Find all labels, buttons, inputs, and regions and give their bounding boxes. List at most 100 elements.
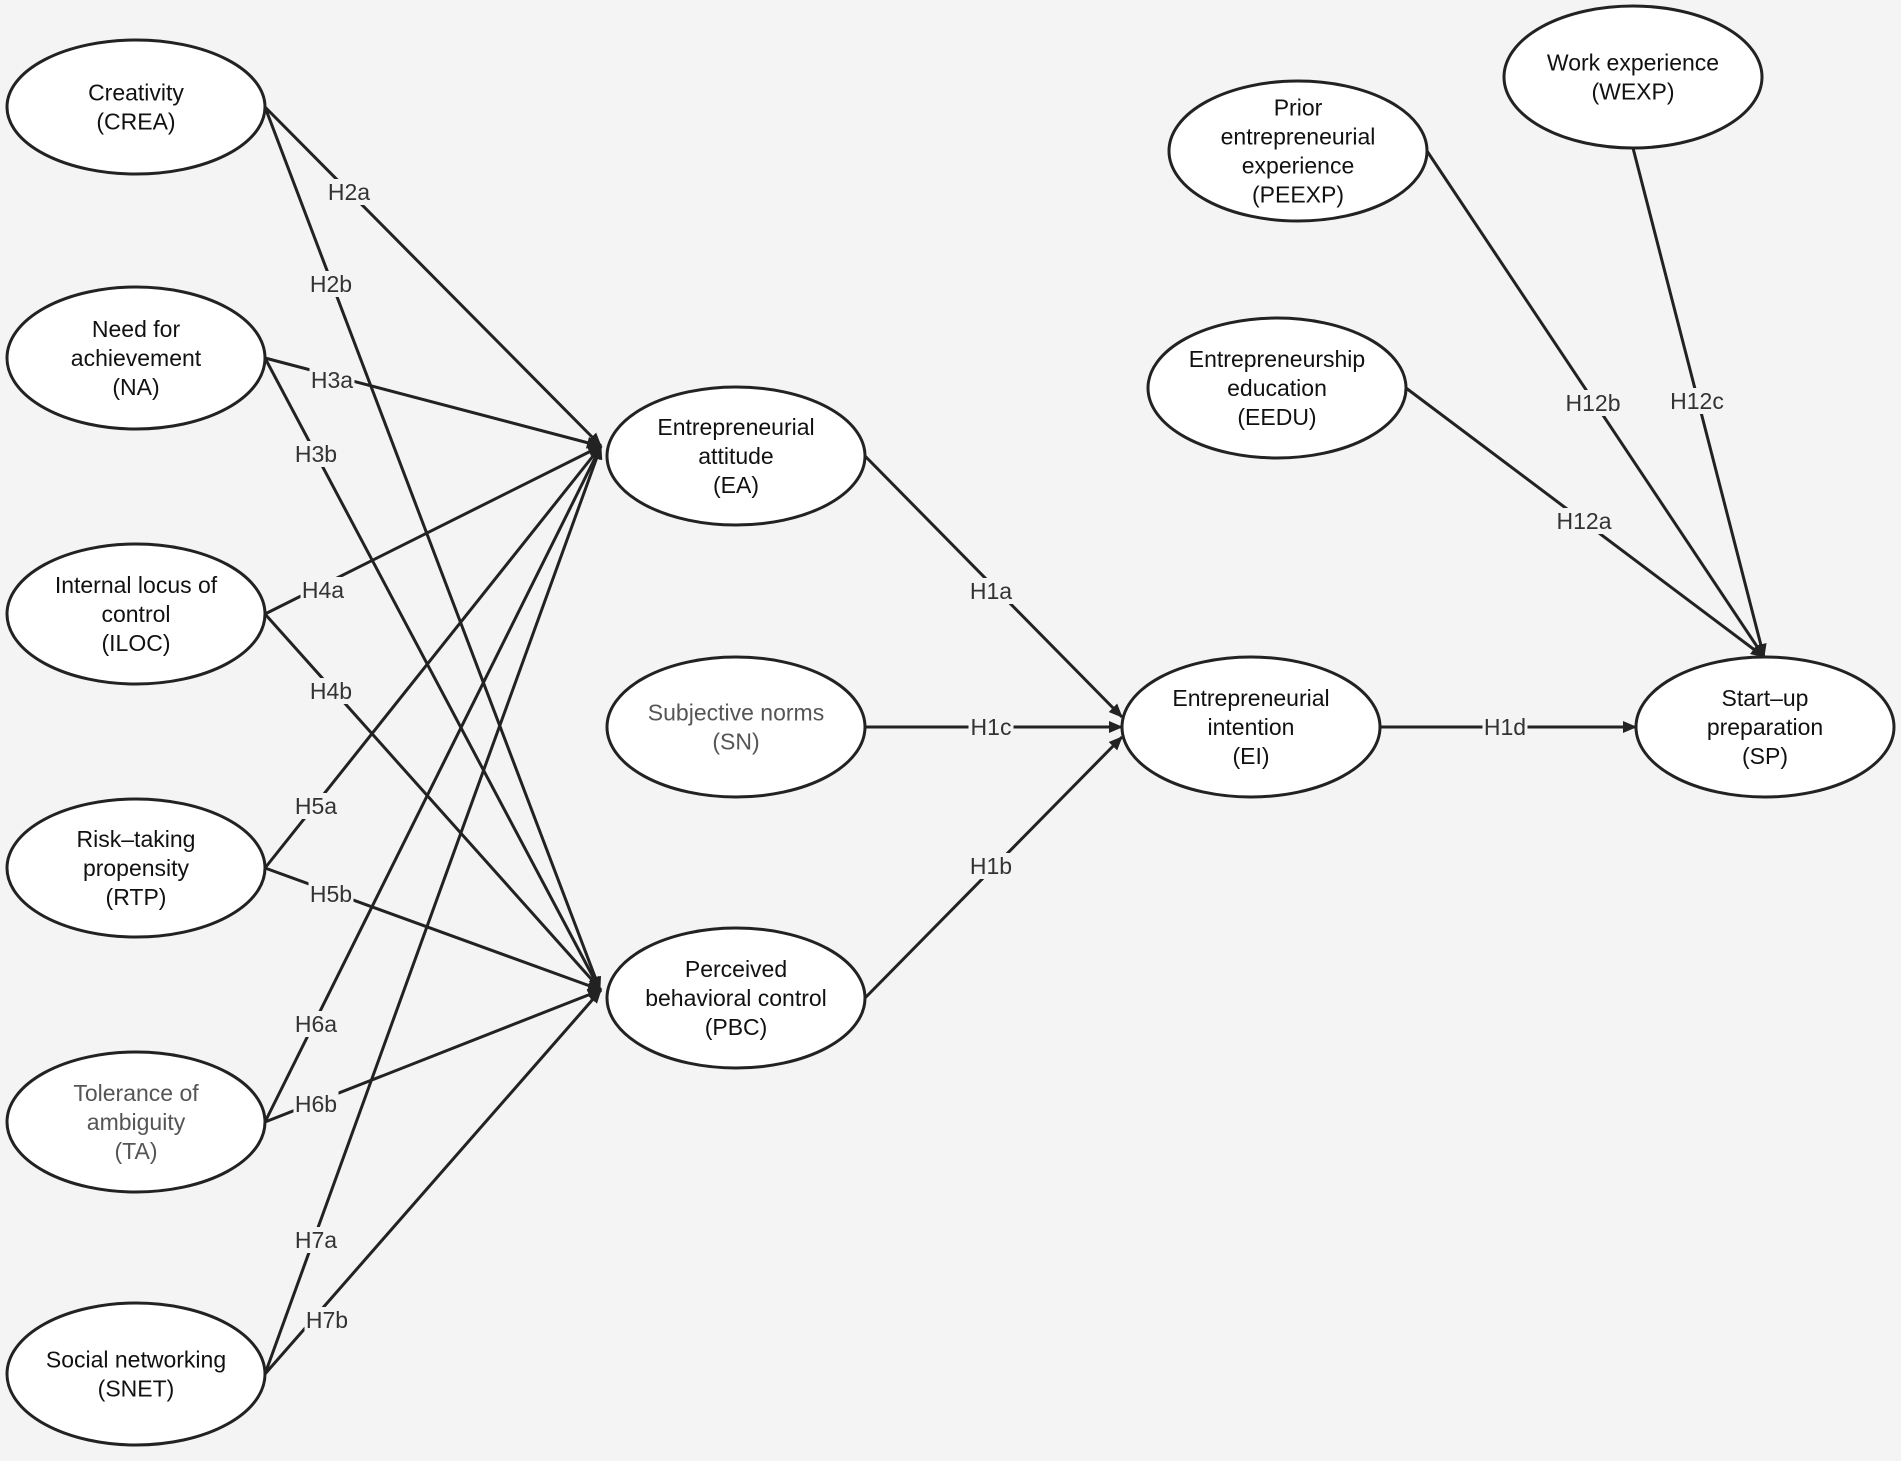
node-label-line: intention: [1208, 714, 1295, 740]
edge-line: [263, 105, 603, 448]
node-label-line: achievement: [71, 345, 202, 371]
node-label-line: (SNET): [98, 1376, 175, 1402]
node-label-line: Need for: [92, 316, 181, 342]
edge-label-text: H12b: [1566, 390, 1621, 416]
edge-label-h12b: H12b: [1564, 390, 1622, 416]
edge-label-h12a: H12a: [1555, 508, 1613, 534]
node-label-line: Perceived: [685, 956, 787, 982]
node-label-line: (EI): [1232, 743, 1269, 769]
node-label-line: (TA): [114, 1138, 157, 1164]
edge-label-bg: [309, 367, 355, 393]
node-label-line: (RTP): [106, 884, 167, 910]
node-label-line: (PEEXP): [1252, 182, 1344, 208]
node-label-line: Entrepreneurship: [1189, 346, 1365, 372]
edge-label-bg: [326, 179, 372, 205]
node-label-line: ambiguity: [87, 1109, 186, 1135]
edge-line: [263, 445, 603, 1375]
node-crea-label: Creativity(CREA): [88, 80, 184, 135]
edge-label-bg: [968, 714, 1014, 740]
node-label-line: control: [101, 601, 170, 627]
edge-label-bg: [304, 1307, 350, 1333]
edge-label-h1a: H1a: [968, 578, 1014, 604]
node-label-line: preparation: [1707, 714, 1823, 740]
edge-label-bg: [968, 578, 1014, 604]
edge-label-bg: [308, 271, 354, 297]
edge-label-h2b: H2b: [308, 271, 354, 297]
edge-label-text: H2b: [310, 271, 352, 297]
edge-label-text: H3a: [311, 367, 353, 393]
edge-label-text: H1d: [1484, 714, 1526, 740]
edge-label-bg: [1668, 388, 1726, 414]
edge-line: [263, 445, 603, 1123]
edge-h2b: [263, 106, 602, 991]
edge-label-text: H7b: [306, 1307, 348, 1333]
node-label-line: (SP): [1742, 743, 1788, 769]
edge-label-bg: [1555, 508, 1613, 534]
edge-label-text: H2a: [328, 179, 370, 205]
edge-label-bg: [293, 1011, 339, 1037]
edge-label-text: H5b: [310, 881, 352, 907]
node-label-line: behavioral control: [645, 985, 827, 1011]
node-sp: Start–up preparation (SP): [1634, 655, 1896, 799]
node-snet: Social networking (SNET): [5, 1301, 267, 1447]
edge-label-text: H12c: [1670, 388, 1724, 414]
edge-h2a: [263, 105, 603, 448]
node-label-line: (EA): [713, 472, 759, 498]
node-label-line: (CREA): [96, 109, 175, 135]
node-label-line: Entrepreneurial: [657, 414, 814, 440]
node-label-line: Start–up: [1722, 685, 1809, 711]
edge-label-text: H12a: [1557, 508, 1612, 534]
node-label-line: attitude: [698, 443, 773, 469]
node-label-line: education: [1227, 375, 1327, 401]
node-label-line: propensity: [83, 855, 190, 881]
edge-label-h3a: H3a: [309, 367, 355, 393]
edge-label-text: H1c: [971, 714, 1012, 740]
edge-label-text: H5a: [295, 793, 337, 819]
edge-label-h1b: H1b: [968, 853, 1014, 879]
node-ei: Entrepreneurial intention (EI): [1120, 655, 1382, 799]
node-sn-label: Subjective norms(SN): [648, 700, 824, 755]
node-rtp-label: Risk–taking propensity (RTP): [77, 826, 196, 910]
node-crea: Creativity(CREA): [5, 38, 267, 176]
edge-label-h7a: H7a: [293, 1227, 339, 1253]
node-label-line: Subjective norms: [648, 700, 824, 726]
node-label-line: Internal locus of: [55, 572, 218, 598]
edge-label-bg: [1482, 714, 1528, 740]
edge-label-h5b: H5b: [308, 881, 354, 907]
edge-label-bg: [308, 678, 354, 704]
node-label-line: entrepreneurial: [1221, 124, 1376, 150]
node-label-line: Social networking: [46, 1347, 226, 1373]
node-label-line: Risk–taking: [77, 826, 196, 852]
edge-label-text: H3b: [295, 441, 337, 467]
edge-line: [263, 106, 602, 991]
node-ea-label: Entrepreneurial attitude (EA): [657, 414, 814, 498]
node-label-line: Work experience: [1547, 50, 1719, 76]
edge-label-h12c: H12c: [1668, 388, 1726, 414]
edge-label-h6a: H6a: [293, 1011, 339, 1037]
edge-label-bg: [293, 1227, 339, 1253]
edge-label-text: H4a: [302, 577, 344, 603]
edge-label-text: H6a: [295, 1011, 337, 1037]
node-sn: Subjective norms(SN): [605, 655, 867, 799]
edge-label-text: H6b: [295, 1091, 337, 1117]
edge-label-bg: [293, 793, 339, 819]
edge-label-text: H7a: [295, 1227, 337, 1253]
edge-label-h7b: H7b: [304, 1307, 350, 1333]
node-label-line: Entrepreneurial: [1172, 685, 1329, 711]
edge-label-h6b: H6b: [293, 1091, 339, 1117]
node-rtp: Risk–taking propensity (RTP): [5, 797, 267, 939]
edge-label-bg: [300, 577, 346, 603]
edge-label-h4b: H4b: [308, 678, 354, 704]
node-sp-label: Start–up preparation (SP): [1707, 685, 1823, 769]
